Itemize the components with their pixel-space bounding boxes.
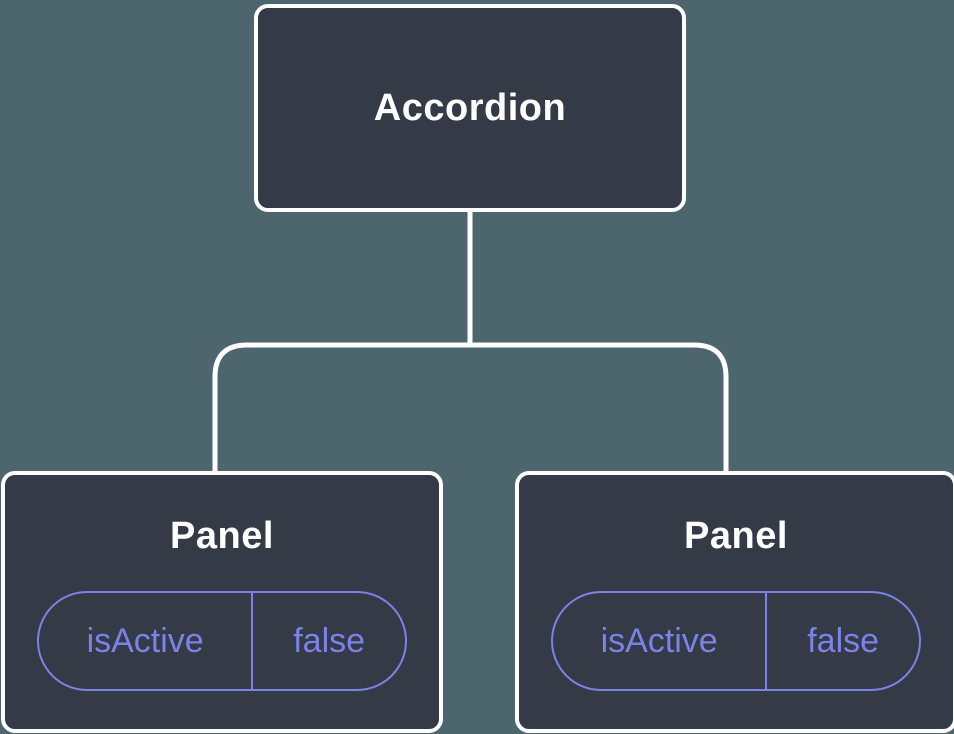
panel-node-1-label: Panel bbox=[170, 515, 274, 557]
state-value: false bbox=[293, 621, 366, 660]
panel-node-2: Panel isActive false bbox=[515, 471, 954, 733]
state-pill: isActive false bbox=[551, 591, 921, 691]
accordion-node-label: Accordion bbox=[373, 86, 567, 129]
state-value: false bbox=[807, 621, 880, 660]
state-pill: isActive false bbox=[37, 591, 407, 691]
panel-node-1: Panel isActive false bbox=[1, 471, 443, 733]
state-name: isActive bbox=[39, 593, 254, 689]
accordion-node: Accordion bbox=[254, 4, 686, 212]
panel-node-2-label: Panel bbox=[684, 515, 788, 557]
state-name: isActive bbox=[553, 593, 768, 689]
connector-bracket bbox=[212, 342, 729, 471]
